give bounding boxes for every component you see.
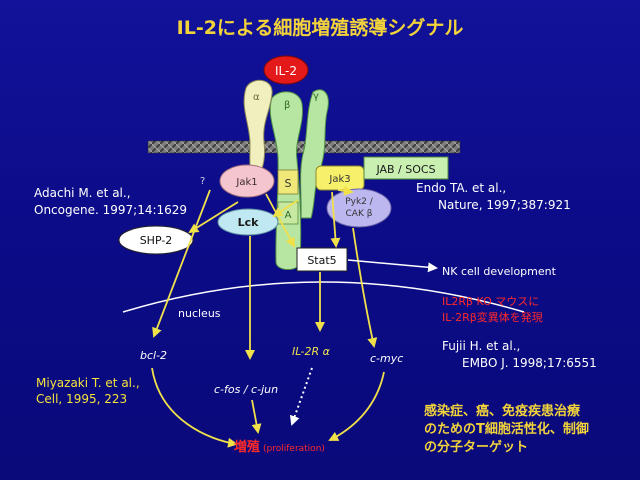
alpha-label: α [253,92,260,103]
ref-fujii-line1: Fujii H. et al., [442,339,520,353]
ref-endo-line1: Endo TA. et al., [416,181,506,195]
ref-adachi-line2: Oncogene. 1997;14:1629 [34,203,187,217]
beta-label: β [284,100,290,111]
ko-note-line2: IL-2Rβ変異体を発現 [442,310,543,324]
nucleus-envelope [122,281,525,313]
shp2-node [118,225,194,255]
arrow-cfos-to-proliferation [251,399,262,434]
bcl2-label: bcl-2 [140,349,167,362]
gamma-label: γ [313,91,319,102]
s-region [277,169,299,195]
arrow-bcl2-to-proliferation [151,367,238,448]
s-region-label: S [285,177,292,190]
pyk2-label-line2: CAK β [346,209,373,219]
jak3-label: Jak3 [328,174,350,185]
arrow-to-shp2 [188,201,239,234]
proliferation-jp-label: 増殖 [234,439,260,455]
slide-title: IL-2による細胞増殖誘導シグナル [177,16,464,39]
ref-endo-line2: Nature, 1997;387:921 [438,198,571,212]
jab-socs-node [363,156,449,180]
unknown-link-label: ? [200,176,205,187]
pyk2-label-line1: Pyk2 / [345,197,374,207]
cmyc-label: c-myc [370,352,403,365]
receptor-gamma-chain [300,89,329,219]
jak1-label: Jak1 [235,177,257,188]
arrow-cmyc-to-proliferation [328,371,385,441]
ref-adachi-line1: Adachi M. et al., [34,186,131,200]
arrow-to-nk-development [347,259,438,273]
cfos-cjun-label: c-fos / c-jun [214,383,278,396]
ko-note-line1: IL2Rβ KO マウスに [442,295,539,308]
arrow-to-pyk2 [337,185,354,196]
il2ra-label: IL-2R α [292,345,331,358]
stat5-node [296,247,348,272]
arrow-jak-to-stat5 [265,193,295,248]
lck-node [217,208,279,236]
ref-miyazaki-line1: Miyazaki T. et al., [36,376,140,390]
arrow-to-lck [272,199,299,218]
jak1-node [219,164,275,198]
summary-line1: 感染症、癌、免疫疾患治療 [424,403,581,419]
nucleus-label: nucleus [178,307,221,320]
proliferation-en-label: (proliferation) [263,444,325,454]
arrow-to-cmyc [352,227,378,348]
jab-socs-label: JAB / SOCS [375,163,435,176]
ref-fujii-line2: EMBO J. 1998;17:6551 [462,356,597,370]
lck-label: Lck [238,216,260,229]
arrow-il2ra-to-proliferation [289,367,313,426]
a-region-label: A [285,210,292,221]
receptor-alpha-chain [243,79,273,177]
nk-development-label: NK cell development [442,265,557,278]
pyk2-node [326,188,392,228]
arrow-to-bcl2 [152,189,211,338]
ref-miyazaki-line2: Cell, 1995, 223 [36,392,127,406]
summary-line3: の分子ターゲット [424,439,528,455]
stat5-label: Stat5 [307,254,336,267]
il2-label: IL-2 [275,64,297,78]
il2-ligand [263,55,309,85]
shp2-label: SHP-2 [140,234,173,247]
summary-line2: のためのT細胞活性化、制御 [424,421,589,437]
arrow-jak3-to-stat5 [330,191,341,248]
